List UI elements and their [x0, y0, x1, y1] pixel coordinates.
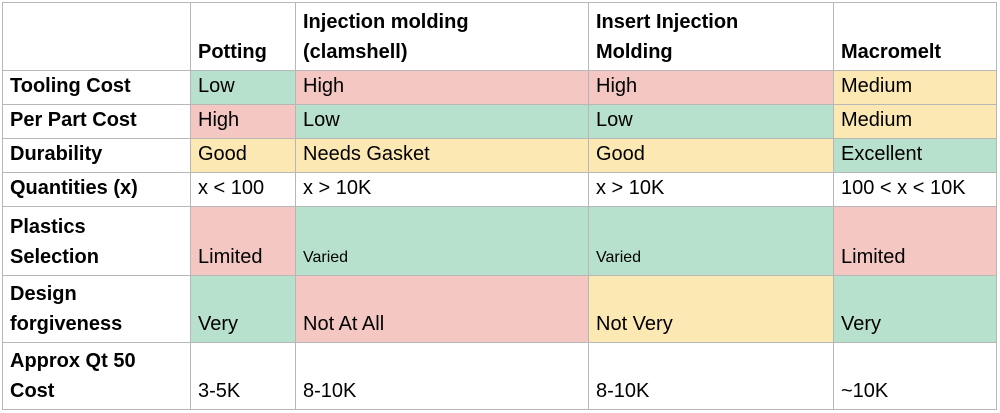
corner-cell[interactable] [2, 2, 191, 71]
row-label-durability[interactable]: Durability [2, 138, 191, 173]
cell-durability-macromelt[interactable]: Excellent [833, 138, 997, 173]
cell-tooling-cost-insert-injection-molding[interactable]: High [588, 70, 834, 105]
cell-approx-qt-50-cost-potting[interactable]: 3-5K [190, 342, 296, 410]
cell-design-forgiveness-macromelt[interactable]: Very [833, 275, 997, 343]
cell-per-part-cost-injection-molding-clamshell[interactable]: Low [295, 104, 589, 139]
row-label-approx-qt-50-cost[interactable]: Approx Qt 50 Cost [2, 342, 191, 410]
cell-plastics-selection-insert-injection-molding[interactable]: Varied [588, 206, 834, 276]
row-label-design-forgiveness[interactable]: Design forgiveness [2, 275, 191, 343]
cell-per-part-cost-insert-injection-molding[interactable]: Low [588, 104, 834, 139]
cell-quantities-x-insert-injection-molding[interactable]: x > 10K [588, 172, 834, 207]
column-header-potting[interactable]: Potting [190, 2, 296, 71]
cell-tooling-cost-potting[interactable]: Low [190, 70, 296, 105]
row-label-plastics-selection[interactable]: Plastics Selection [2, 206, 191, 276]
cell-plastics-selection-injection-molding-clamshell[interactable]: Varied [295, 206, 589, 276]
cell-per-part-cost-macromelt[interactable]: Medium [833, 104, 997, 139]
row-label-quantities-x[interactable]: Quantities (x) [2, 172, 191, 207]
column-header-injection-molding-clamshell[interactable]: Injection molding (clamshell) [295, 2, 589, 71]
column-header-macromelt[interactable]: Macromelt [833, 2, 997, 71]
cell-design-forgiveness-injection-molding-clamshell[interactable]: Not At All [295, 275, 589, 343]
row-label-tooling-cost[interactable]: Tooling Cost [2, 70, 191, 105]
cell-quantities-x-potting[interactable]: x < 100 [190, 172, 296, 207]
cell-durability-potting[interactable]: Good [190, 138, 296, 173]
cell-approx-qt-50-cost-macromelt[interactable]: ~10K [833, 342, 997, 410]
cell-tooling-cost-injection-molding-clamshell[interactable]: High [295, 70, 589, 105]
cell-design-forgiveness-potting[interactable]: Very [190, 275, 296, 343]
cell-durability-injection-molding-clamshell[interactable]: Needs Gasket [295, 138, 589, 173]
cell-approx-qt-50-cost-injection-molding-clamshell[interactable]: 8-10K [295, 342, 589, 410]
cell-per-part-cost-potting[interactable]: High [190, 104, 296, 139]
cell-durability-insert-injection-molding[interactable]: Good [588, 138, 834, 173]
row-label-per-part-cost[interactable]: Per Part Cost [2, 104, 191, 139]
cell-tooling-cost-macromelt[interactable]: Medium [833, 70, 997, 105]
cell-plastics-selection-macromelt[interactable]: Limited [833, 206, 997, 276]
cell-approx-qt-50-cost-insert-injection-molding[interactable]: 8-10K [588, 342, 834, 410]
column-header-insert-injection-molding[interactable]: Insert Injection Molding [588, 2, 834, 71]
cell-plastics-selection-potting[interactable]: Limited [190, 206, 296, 276]
cell-quantities-x-injection-molding-clamshell[interactable]: x > 10K [295, 172, 589, 207]
cell-design-forgiveness-insert-injection-molding[interactable]: Not Very [588, 275, 834, 343]
cell-quantities-x-macromelt[interactable]: 100 < x < 10K [833, 172, 997, 207]
